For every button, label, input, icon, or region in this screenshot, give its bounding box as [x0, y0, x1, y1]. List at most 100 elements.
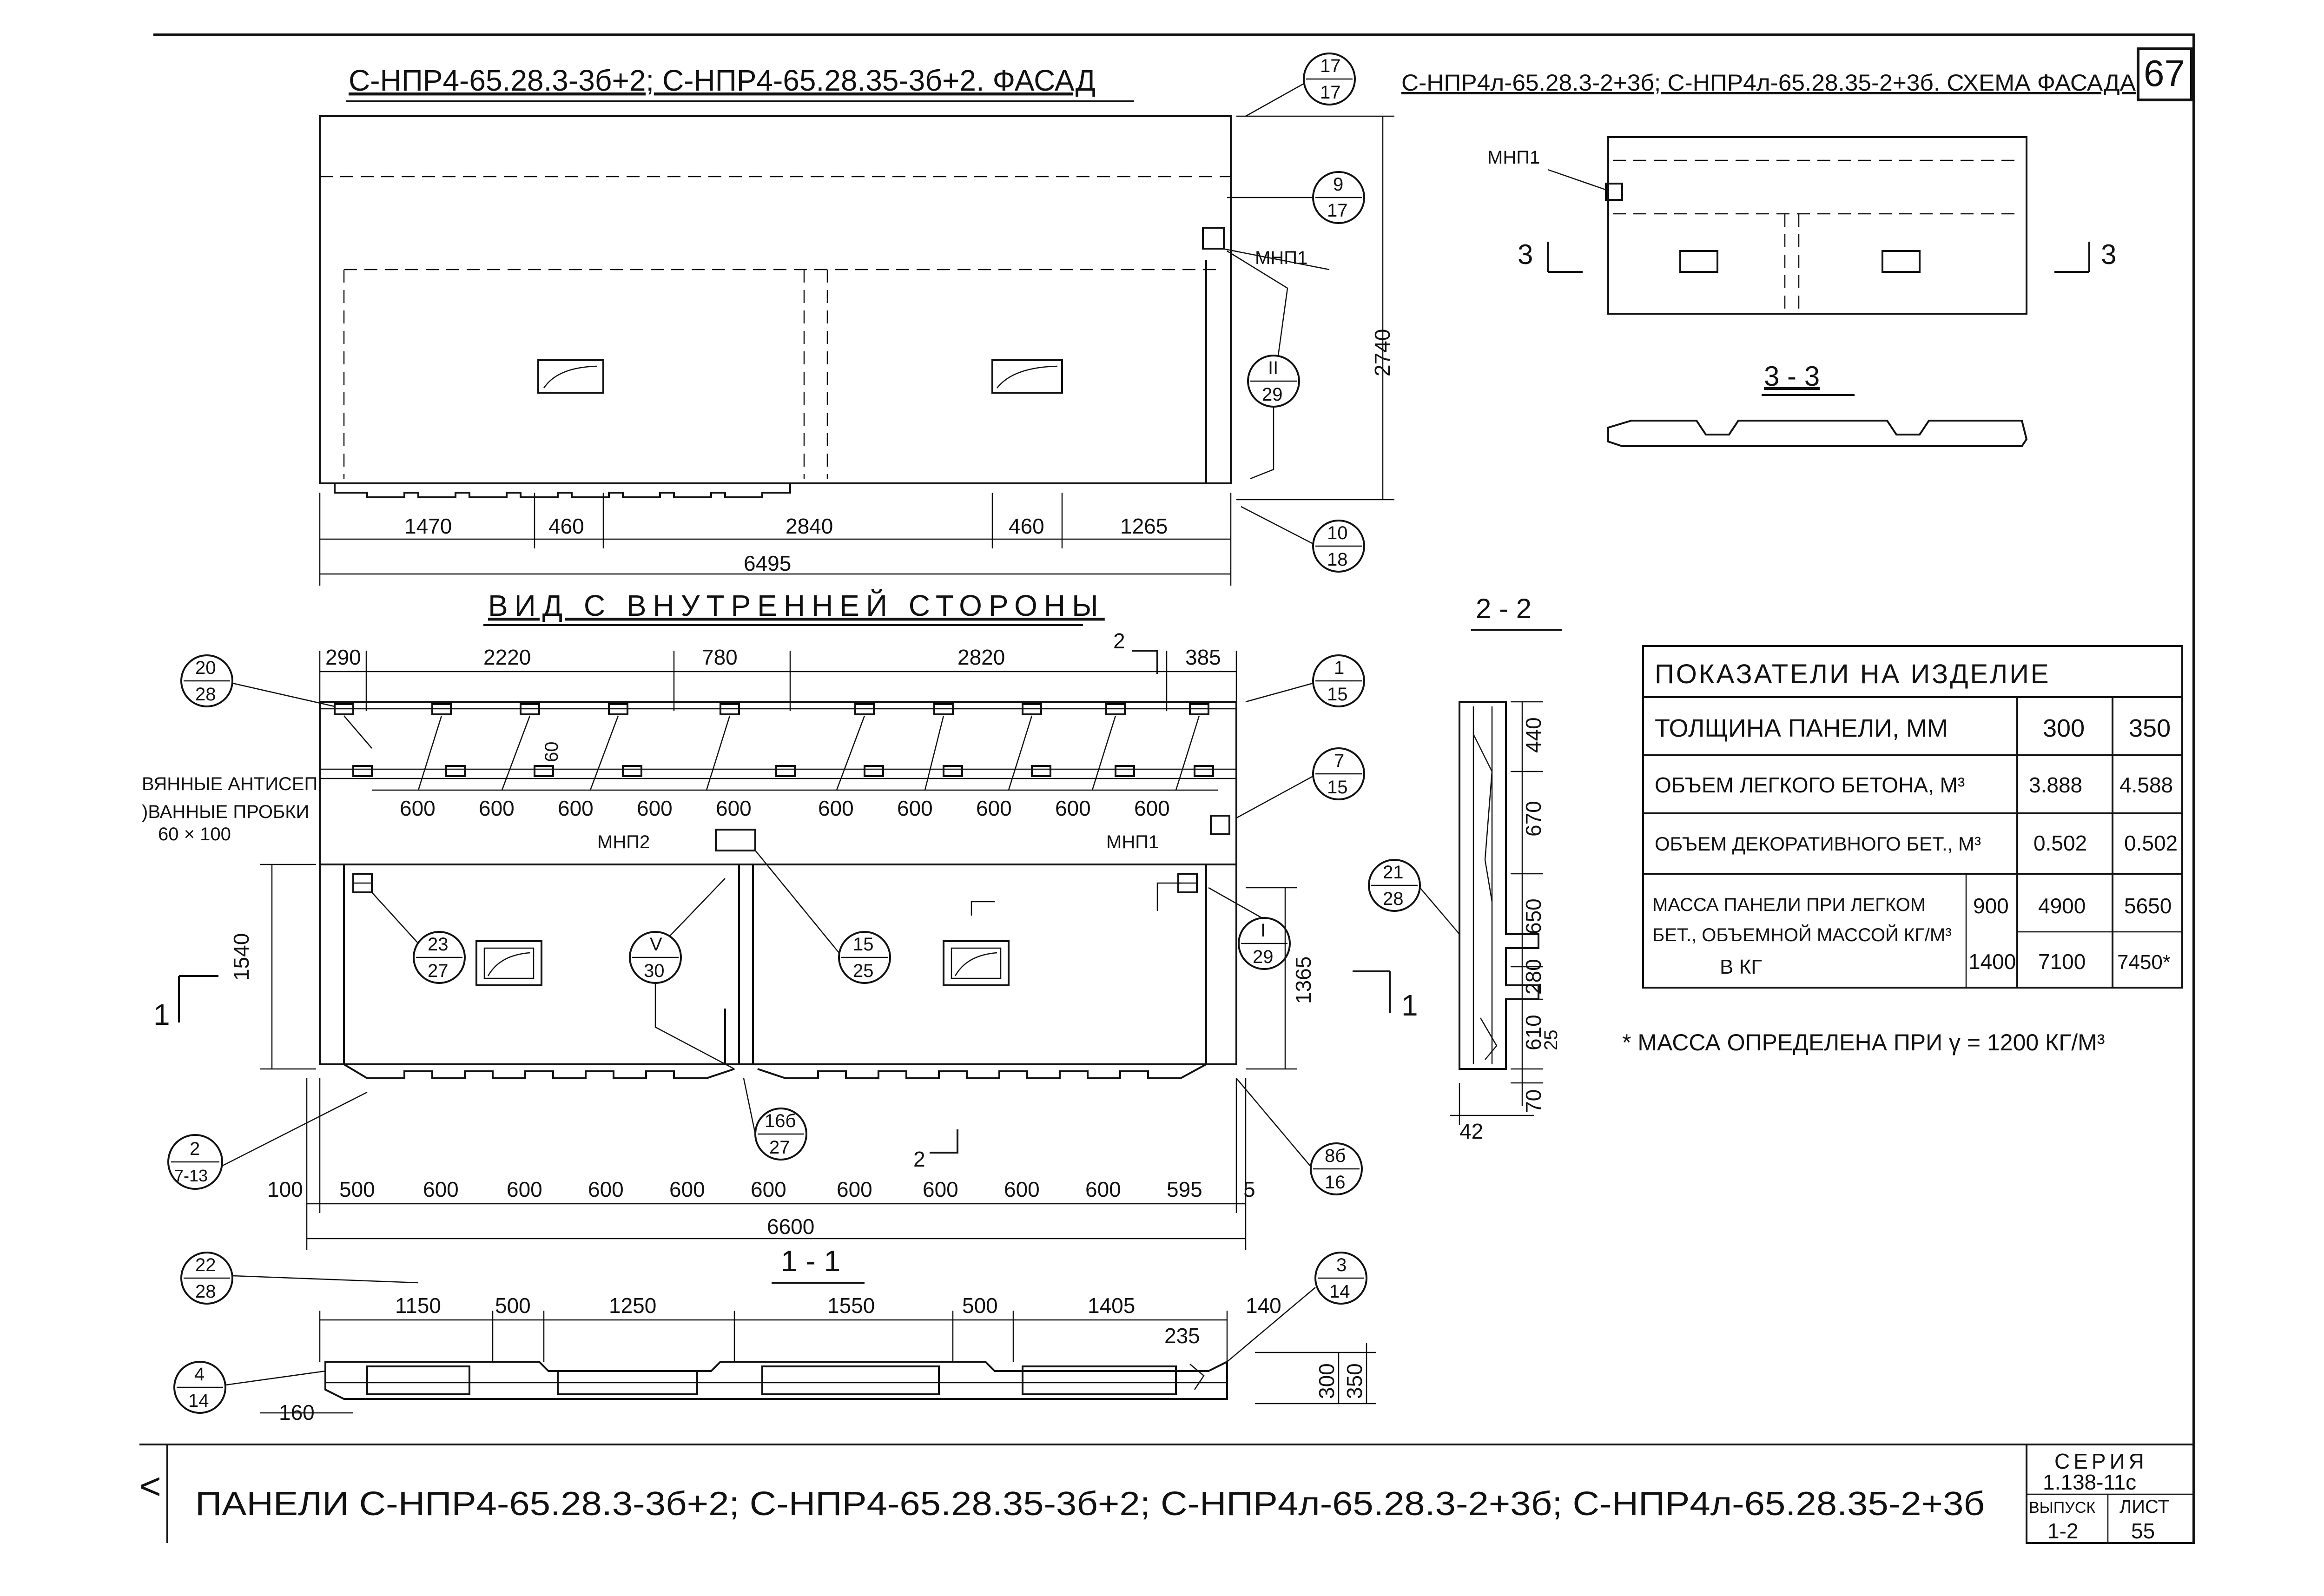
svg-text:V: V — [650, 934, 662, 955]
inner-cut-1-right: 1 — [1353, 970, 1418, 1022]
inner-window-left — [475, 940, 542, 986]
svg-text:28: 28 — [1383, 889, 1404, 909]
svg-text:600: 600 — [1134, 796, 1170, 820]
inner-window-right — [943, 940, 1010, 986]
facade-view: С-НПР4-65.28.3-3б+2; С-НПР4-65.28.35-3б+… — [319, 53, 1394, 586]
inner-cut-1-left: 1 — [153, 975, 218, 1031]
bottom-title: ПАНЕЛИ С-НПР4-65.28.3-3б+2; С-НПР4-65.28… — [195, 1485, 1985, 1523]
section-22-view: 2 - 2 440 670 650 280 610 25 70 42 — [1368, 593, 1562, 1143]
svg-text:20: 20 — [195, 658, 216, 678]
facade-callout-10-18: 10 18 — [1241, 506, 1365, 573]
svg-text:610: 610 — [1521, 1015, 1545, 1050]
section-11-dims: 1150 500 1250 1550 500 1405 140 235 300 … — [260, 1293, 1376, 1425]
scheme-mnp1: МНП1 — [1487, 147, 1540, 168]
inner-callout-I-29: I 29 — [1208, 887, 1291, 970]
mass-label-1: МАССА ПАНЕЛИ ПРИ ЛЕГКОМ — [1652, 895, 1926, 915]
inner-height-dims: 1540 1365 — [229, 864, 1315, 1070]
inner-bottom-teeth-left — [343, 1063, 735, 1079]
svg-text:14: 14 — [1329, 1281, 1350, 1302]
section-33-profile — [1607, 420, 2028, 447]
section-11-callout-22-28: 22 28 — [180, 1252, 419, 1305]
svg-text:16: 16 — [1325, 1172, 1346, 1193]
indicator-row-2-v300: 3.888 — [2029, 773, 2082, 797]
mass-1400-v300: 7100 — [2038, 950, 2086, 974]
inner-callout-2-7-13: 2 7-13 — [167, 1091, 368, 1190]
svg-text:70: 70 — [1521, 1089, 1545, 1113]
svg-text:28: 28 — [195, 1281, 216, 1302]
svg-text:600: 600 — [818, 796, 854, 820]
inner-left-height: 1540 — [229, 933, 253, 981]
scheme-title: С-НПР4л-65.28.3-2+3б; С-НПР4л-65.28.35-2… — [1401, 70, 2136, 96]
svg-text:600: 600 — [588, 1177, 624, 1201]
facade-dim-5: 1265 — [1120, 514, 1168, 538]
facade-height: 2740 — [1370, 329, 1394, 376]
facade-dimensions: 1470 460 2840 460 1265 6495 2740 — [319, 115, 1394, 586]
indicator-row-2-label: ОБЪЕМ ЛЕГКОГО БЕТОНА, М³ — [1655, 773, 1965, 797]
svg-text:600: 600 — [837, 1177, 872, 1201]
inner-top-dim-5: 385 — [1185, 645, 1221, 669]
svg-text:1550: 1550 — [827, 1293, 875, 1318]
inner-top-dim-4: 2820 — [957, 645, 1005, 669]
inner-dim-60: 60 — [541, 742, 562, 763]
svg-text:500: 500 — [339, 1177, 375, 1201]
title-block: ПАНЕЛИ С-НПР4-65.28.3-3б+2; С-НПР4-65.28… — [195, 1444, 2195, 1544]
inner-right-height: 1365 — [1291, 956, 1315, 1004]
section-11-dim-140: 140 — [1246, 1293, 1281, 1318]
svg-text:15: 15 — [853, 934, 874, 955]
inner-bottom-dimensions: 100 500 600 600 600 600 600 600 600 600 … — [267, 1078, 1255, 1250]
svg-text:16б: 16б — [765, 1111, 796, 1131]
section-11-h350: 350 — [1342, 1363, 1367, 1399]
svg-text:7-13: 7-13 — [174, 1166, 208, 1185]
svg-text:15: 15 — [1327, 777, 1348, 798]
inner-panel-outline — [319, 864, 1237, 1065]
inner-callout-20-28: 20 28 — [180, 654, 335, 707]
indicator-row-1-v350: 350 — [2129, 714, 2171, 742]
facade-panel-outline — [319, 115, 1232, 484]
svg-text:2: 2 — [913, 1147, 925, 1171]
indicator-row-2-v350: 4.588 — [2119, 773, 2173, 797]
sheet-number: 67 — [2144, 53, 2185, 94]
inner-callout-V-30: V 30 — [629, 878, 735, 1070]
svg-text:100: 100 — [267, 1177, 303, 1201]
svg-text:15: 15 — [1327, 684, 1348, 705]
mass-label-3: В КГ — [1720, 956, 1762, 978]
svg-text:23: 23 — [428, 934, 449, 955]
svg-text:25: 25 — [853, 961, 874, 981]
section-33-title: 3 - 3 — [1764, 361, 1820, 392]
stamp-issue-label: ВЫПУСК — [2029, 1499, 2095, 1517]
inner-mnp2: МНП2 — [597, 832, 650, 852]
svg-text:I: I — [1261, 920, 1266, 941]
svg-text:3: 3 — [1336, 1255, 1347, 1275]
scheme-cut-3-left: 3 — [1518, 239, 1583, 273]
inner-top-dim-2: 2220 — [483, 645, 531, 669]
section-22-dims: 440 670 650 280 610 25 70 42 — [1450, 701, 1561, 1143]
svg-text:7: 7 — [1334, 751, 1344, 771]
indicators-table: ПОКАЗАТЕЛИ НА ИЗДЕЛИЕ ТОЛЩИНА ПАНЕЛИ, ММ… — [1642, 645, 2183, 989]
svg-text:1: 1 — [1334, 658, 1344, 678]
inner-callout-7-15: 7 15 — [1236, 747, 1365, 819]
section-22-callout-21-28: 21 28 — [1368, 859, 1460, 935]
inner-dim-total: 6600 — [767, 1214, 814, 1239]
svg-text:3: 3 — [1518, 239, 1533, 270]
svg-text:1250: 1250 — [609, 1293, 656, 1318]
indicators-footnote: * МАССА ОПРЕДЕЛЕНА ПРИ γ = 1200 КГ/М³ — [1622, 1029, 2105, 1055]
inner-top-dim-3: 780 — [702, 645, 738, 669]
svg-text:500: 500 — [962, 1293, 998, 1318]
svg-text:670: 670 — [1521, 801, 1545, 837]
inner-note-line1: ВЯННЫЕ АНТИСЕП — [142, 774, 317, 794]
section-22-profile — [1459, 701, 1539, 1070]
facade-dim-4: 460 — [1009, 514, 1044, 538]
svg-text:3: 3 — [2101, 239, 2116, 270]
section-11-title: 1 - 1 — [781, 1244, 840, 1278]
svg-text:440: 440 — [1521, 717, 1545, 753]
svg-text:1150: 1150 — [395, 1293, 441, 1318]
anchor-rectangles — [334, 703, 1214, 777]
svg-text:8б: 8б — [1325, 1146, 1346, 1166]
inner-cut-2-bottom: 2 — [913, 1129, 958, 1171]
section-11-h300: 300 — [1314, 1363, 1339, 1399]
inner-title: ВИД С ВНУТРЕННЕЙ СТОРОНЫ — [488, 588, 1105, 622]
svg-text:10: 10 — [1327, 523, 1348, 543]
svg-text:2: 2 — [190, 1139, 200, 1159]
svg-text:650: 650 — [1521, 898, 1545, 934]
